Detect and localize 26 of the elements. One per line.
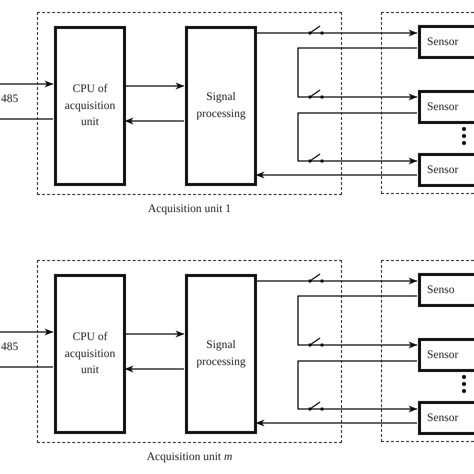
group-caption: Acquisition unit m — [146, 451, 234, 463]
sensor-box — [418, 153, 474, 187]
box-label: Signal processing — [195, 338, 247, 370]
sensor-box — [418, 401, 474, 435]
port-label: 485 — [1, 341, 18, 353]
box-frame — [381, 12, 474, 194]
process-box — [185, 274, 257, 434]
process-box — [54, 274, 126, 434]
box-frame — [381, 260, 474, 442]
sensor-box — [418, 273, 474, 307]
sensor-box — [418, 25, 474, 59]
box-label: Signal processing — [195, 90, 247, 122]
box-label: Sensor — [427, 162, 458, 178]
process-box — [54, 26, 126, 186]
box-label: Sensor — [427, 100, 458, 115]
box-label: Sensor — [427, 348, 458, 363]
port-label: 485 — [1, 93, 18, 105]
box-label: Sensor — [427, 410, 458, 426]
group-caption: Acquisition unit 1 — [146, 203, 232, 215]
sensor-box — [418, 338, 474, 372]
box-label: CPU of acquisition unit — [64, 330, 116, 378]
box-label: CPU of acquisition unit — [64, 82, 116, 130]
box-label: Sensor — [427, 34, 458, 50]
process-box — [185, 26, 257, 186]
sensor-box — [418, 90, 474, 124]
box-label: Senso — [427, 282, 454, 298]
